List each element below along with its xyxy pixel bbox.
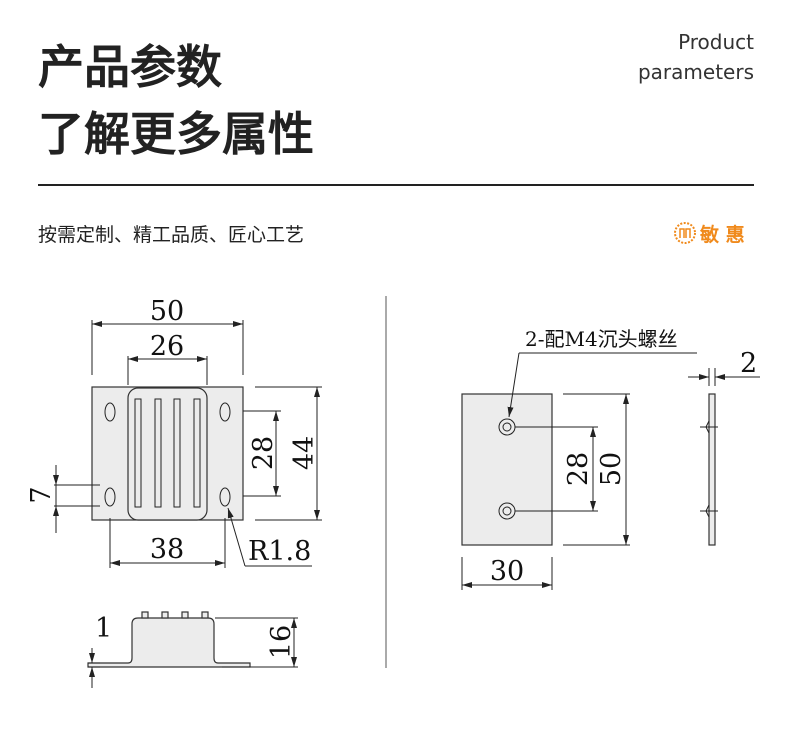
title-line1: 产品参数 [38,40,222,94]
dim-inner-width: 26 [150,331,184,362]
subtitle: 按需定制、精工品质、匠心工艺 [38,224,304,246]
dim-hole-spacing: 28 [563,452,594,486]
dim-width: 50 [150,296,184,327]
left-side-view: 16 1 [87,611,298,688]
right-side-view: 2 [688,348,760,546]
title-line2: 了解更多属性 [38,107,314,161]
dim-hole-spacing-v: 28 [248,436,279,470]
gear-icon [674,222,696,244]
en-title-line2: parameters [638,60,754,84]
dim-radius: R1.8 [248,536,311,567]
en-title-line1: Product [678,30,754,54]
dim-total-height: 16 [266,625,297,659]
dim-plate-height: 50 [596,452,627,486]
right-front-view: 2-配M4沉头螺丝 28 50 30 [461,327,697,590]
dim-hole-spacing-h: 38 [150,534,184,565]
dim-thickness: 1 [95,613,112,644]
dim-slot-length: 7 [26,486,57,503]
dim-height: 44 [289,436,320,470]
brand-name: 敏 惠 [699,223,745,246]
screw-note: 2-配M4沉头螺丝 [525,327,678,351]
brand-logo: 敏 惠 [674,222,745,246]
left-top-view: 50 26 28 44 7 38 R1.8 [26,296,322,568]
dim-plate-width: 30 [490,556,524,587]
dim-plate-thickness: 2 [740,348,757,379]
